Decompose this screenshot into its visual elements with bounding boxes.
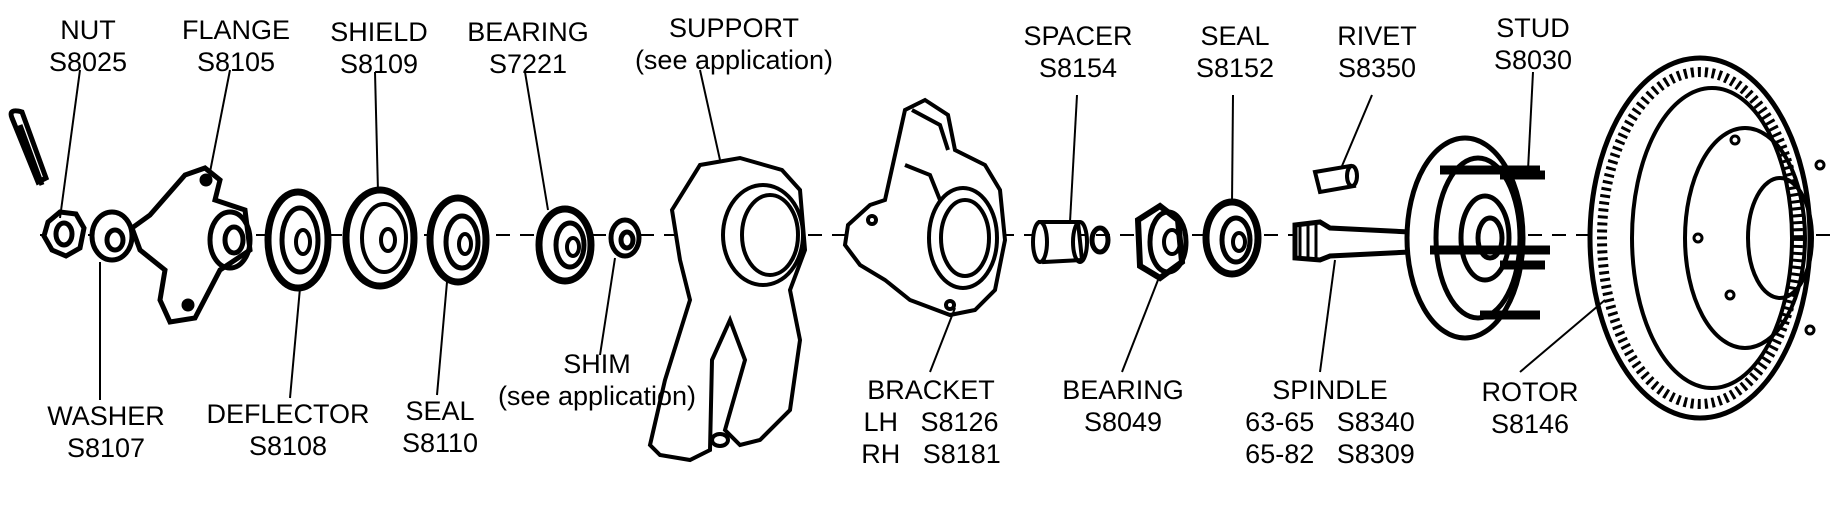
label-bearing-outer: BEARING S7221 xyxy=(467,16,589,80)
support-part xyxy=(647,155,808,463)
label-deflector-name: DEFLECTOR xyxy=(206,399,370,429)
label-support-note: (see application) xyxy=(634,45,834,75)
label-support: SUPPORT (see application) xyxy=(635,12,833,76)
hub-part xyxy=(1404,135,1550,341)
rivet-part xyxy=(1312,163,1359,195)
label-bearing-outer-num: S7221 xyxy=(488,49,568,79)
label-spindle: SPINDLE 63-65 S8340 65-82 S8309 xyxy=(1245,374,1415,470)
label-deflector-num: S8108 xyxy=(248,431,328,461)
spindle-part xyxy=(1292,219,1413,263)
label-washer-num: S8107 xyxy=(66,433,146,463)
bearing-inner-part xyxy=(1134,202,1189,282)
seal-right-part xyxy=(1202,198,1262,278)
label-deflector: DEFLECTOR S8108 xyxy=(206,398,369,462)
label-nut: NUT S8025 xyxy=(49,14,127,78)
label-flange-num: S8105 xyxy=(196,47,276,77)
label-bracket: BRACKET LH S8126 RH S8181 xyxy=(861,374,1001,470)
label-seal-right-num: S8152 xyxy=(1195,53,1275,83)
label-spacer: SPACER S8154 xyxy=(1023,20,1132,84)
label-support-name: SUPPORT xyxy=(668,13,800,43)
label-bearing-outer-name: BEARING xyxy=(467,17,589,47)
label-shield-num: S8109 xyxy=(339,49,419,79)
label-seal-left-num: S8110 xyxy=(401,428,479,458)
label-seal-right: SEAL S8152 xyxy=(1196,20,1274,84)
label-bracket-lh: LH S8126 xyxy=(863,407,999,437)
label-rivet: RIVET S8350 xyxy=(1337,20,1417,84)
label-bracket-rh: RH S8181 xyxy=(861,439,1001,469)
seal-left-part xyxy=(426,194,490,286)
nut-part xyxy=(41,209,87,259)
label-seal-right-name: SEAL xyxy=(1200,21,1270,51)
label-washer-name: WASHER xyxy=(47,401,165,431)
label-rivet-num: S8350 xyxy=(1337,53,1417,83)
label-stud-name: STUD xyxy=(1496,13,1570,43)
shield-part xyxy=(342,186,418,290)
cotter-pin xyxy=(8,108,50,186)
bearing-outer-part xyxy=(535,205,595,285)
bracket-part xyxy=(842,97,1008,318)
label-stud-num: S8030 xyxy=(1493,45,1573,75)
label-shield: SHIELD S8109 xyxy=(330,16,428,80)
label-seal-left-name: SEAL xyxy=(405,396,475,426)
label-flange-name: FLANGE xyxy=(181,15,291,45)
rotor-part xyxy=(1587,55,1826,421)
label-washer: WASHER S8107 xyxy=(47,400,165,464)
label-shim-name: SHIM xyxy=(563,349,631,379)
label-rotor-num: S8146 xyxy=(1490,409,1570,439)
label-bearing-inner-num: S8049 xyxy=(1083,407,1163,437)
label-rivet-name: RIVET xyxy=(1337,21,1417,51)
label-spacer-name: SPACER xyxy=(1023,21,1133,51)
label-shim-note: (see application) xyxy=(497,381,697,411)
label-nut-name: NUT xyxy=(60,15,116,45)
label-spindle-v2: 65-82 S8309 xyxy=(1245,439,1415,469)
label-spindle-name: SPINDLE xyxy=(1272,375,1388,405)
label-shim: SHIM (see application) xyxy=(498,348,696,412)
deflector-part xyxy=(264,188,332,292)
label-stud: STUD S8030 xyxy=(1494,12,1572,76)
shim-part xyxy=(608,217,642,259)
label-shield-name: SHIELD xyxy=(330,17,428,47)
label-rotor: ROTOR S8146 xyxy=(1481,376,1578,440)
label-bracket-name: BRACKET xyxy=(867,375,995,405)
label-bearing-inner-name: BEARING xyxy=(1062,375,1184,405)
spacer-part xyxy=(1031,220,1111,265)
label-rotor-name: ROTOR xyxy=(1481,377,1579,407)
label-bearing-inner: BEARING S8049 xyxy=(1062,374,1184,438)
label-seal-left: SEAL S8110 xyxy=(402,395,478,459)
label-spindle-v1: 63-65 S8340 xyxy=(1245,407,1415,437)
washer-part xyxy=(89,209,135,263)
label-spacer-num: S8154 xyxy=(1038,53,1118,83)
label-nut-num: S8025 xyxy=(48,47,128,77)
leader-lines xyxy=(59,69,1606,400)
label-flange: FLANGE S8105 xyxy=(182,14,290,78)
flange-part xyxy=(129,165,253,325)
